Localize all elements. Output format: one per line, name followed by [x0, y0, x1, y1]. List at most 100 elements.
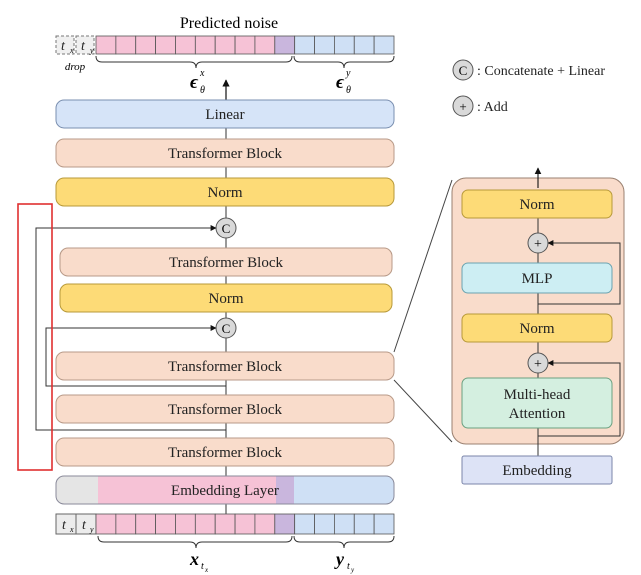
output-token-cell: [115, 35, 137, 55]
output-token-cell: [353, 35, 375, 55]
skip-connection-outer: [35, 225, 226, 431]
input-x-label: x t x: [189, 549, 209, 574]
epsilon-y-label: ϵ y θ: [336, 68, 351, 96]
svg-text:t: t: [347, 561, 350, 572]
epsilon-x-bracket: [95, 55, 293, 69]
svg-text:θ: θ: [346, 85, 351, 96]
predicted-noise-label: Predicted noise: [180, 15, 278, 32]
dropped-ty-sub: y: [89, 46, 94, 55]
svg-text:Embedding: Embedding: [502, 463, 572, 479]
svg-text:x: x: [189, 549, 199, 569]
svg-text:ϵ: ϵ: [190, 72, 199, 93]
svg-text:C: C: [222, 321, 231, 336]
input-y-bracket: [293, 535, 395, 549]
svg-text:x: x: [199, 68, 205, 79]
epsilon-y-bracket: [293, 55, 395, 69]
svg-text:Transformer Block: Transformer Block: [168, 359, 283, 375]
linear-block: Linear: [55, 99, 395, 129]
input-token-cell: [254, 513, 276, 535]
output-token-cell: [175, 35, 196, 55]
svg-text:Transformer Block: Transformer Block: [168, 146, 283, 162]
svg-text:θ: θ: [200, 85, 205, 96]
svg-text:Linear: Linear: [205, 107, 244, 123]
legend-concat: C : Concatenate + Linear: [452, 59, 605, 81]
drop-label: drop: [65, 61, 86, 73]
input-token-cell: [194, 513, 216, 535]
detail-add-lower: +: [527, 352, 549, 374]
output-token-cell: [274, 35, 296, 55]
svg-text:C: C: [459, 63, 468, 78]
svg-text:C: C: [222, 221, 231, 236]
detail-residual-lower: [538, 360, 621, 437]
input-token-cell: [274, 513, 296, 535]
dropped-ty-label: t: [81, 39, 86, 54]
input-token-cell: [314, 513, 335, 535]
output-token-cell: [254, 35, 276, 55]
svg-text:Norm: Norm: [520, 197, 555, 213]
legend-add: + : Add: [452, 95, 508, 117]
output-token-cell: [333, 35, 355, 55]
svg-text:y: y: [345, 68, 351, 79]
output-token-cell: [314, 35, 335, 55]
transformer-block-bottom: Transformer Block: [55, 437, 395, 467]
add-legend-icon: [452, 95, 474, 117]
svg-text:Transformer Block: Transformer Block: [168, 402, 283, 418]
dropped-token-ty: [75, 35, 95, 55]
dropped-tx-label: t: [61, 39, 66, 54]
svg-text:Transformer Block: Transformer Block: [169, 255, 284, 271]
output-token-cell: [155, 35, 176, 55]
input-token-strip: t x t y: [55, 513, 395, 535]
svg-text:Norm: Norm: [520, 321, 555, 337]
concat-node-upper: C: [215, 217, 237, 239]
output-token-cell: [95, 35, 117, 55]
transformer-block-3: Transformer Block: [55, 351, 395, 381]
skip-highlight-box: [17, 203, 53, 471]
svg-text:x: x: [204, 566, 209, 574]
output-token-cell: [234, 35, 256, 55]
input-token-cell: [155, 513, 176, 535]
output-token-cell: [214, 35, 236, 55]
zoom-line-bottom: [393, 379, 453, 443]
norm-block-mid: Norm: [59, 283, 393, 313]
svg-text:Norm: Norm: [209, 291, 244, 307]
svg-text:Embedding Layer: Embedding Layer: [171, 483, 279, 499]
output-token-strip: t x t y drop: [55, 35, 395, 73]
zoom-line-top: [393, 179, 453, 353]
detail-embedding: Embedding: [461, 455, 613, 485]
input-token-cell: [333, 513, 355, 535]
input-ty-sub: y: [89, 525, 94, 534]
svg-text:y: y: [350, 566, 355, 574]
svg-text:+: +: [534, 237, 542, 252]
dropped-token-tx: [55, 35, 75, 55]
input-token-cell: [135, 513, 156, 535]
transformer-block-top: Transformer Block: [55, 138, 395, 168]
svg-text:+: +: [534, 357, 542, 372]
input-y-label: y t y: [334, 549, 355, 574]
detail-mlp: MLP: [461, 262, 613, 294]
svg-text:MLP: MLP: [522, 271, 553, 287]
concat-node-lower: C: [215, 317, 237, 339]
input-token-cell: [95, 513, 117, 535]
detail-residual-upper: [538, 240, 621, 305]
svg-text:Multi-head: Multi-head: [504, 387, 571, 403]
transformer-detail-panel: Norm + MLP Norm + Multi-head Attention: [451, 167, 625, 456]
svg-text:: Concatenate + Linear: : Concatenate + Linear: [477, 64, 605, 79]
input-token-cell: [294, 513, 315, 535]
output-token-cell: [373, 35, 395, 55]
detail-norm-mid: Norm: [461, 313, 613, 343]
dropped-tx-sub: x: [69, 46, 74, 55]
transformer-block-2: Transformer Block: [59, 247, 393, 277]
input-token-cell: [234, 513, 256, 535]
detail-add-upper: +: [527, 232, 549, 254]
input-token-cell: [353, 513, 375, 535]
input-token-cell: [214, 513, 236, 535]
output-token-cell: [194, 35, 216, 55]
output-token-cell: [294, 35, 315, 55]
input-token-cell: [373, 513, 395, 535]
input-token-cell: [115, 513, 137, 535]
input-token-cell: [175, 513, 196, 535]
input-x-bracket: [97, 535, 293, 549]
output-token-cell: [135, 35, 156, 55]
svg-text:y: y: [334, 549, 345, 569]
concat-legend-icon: [452, 59, 474, 81]
